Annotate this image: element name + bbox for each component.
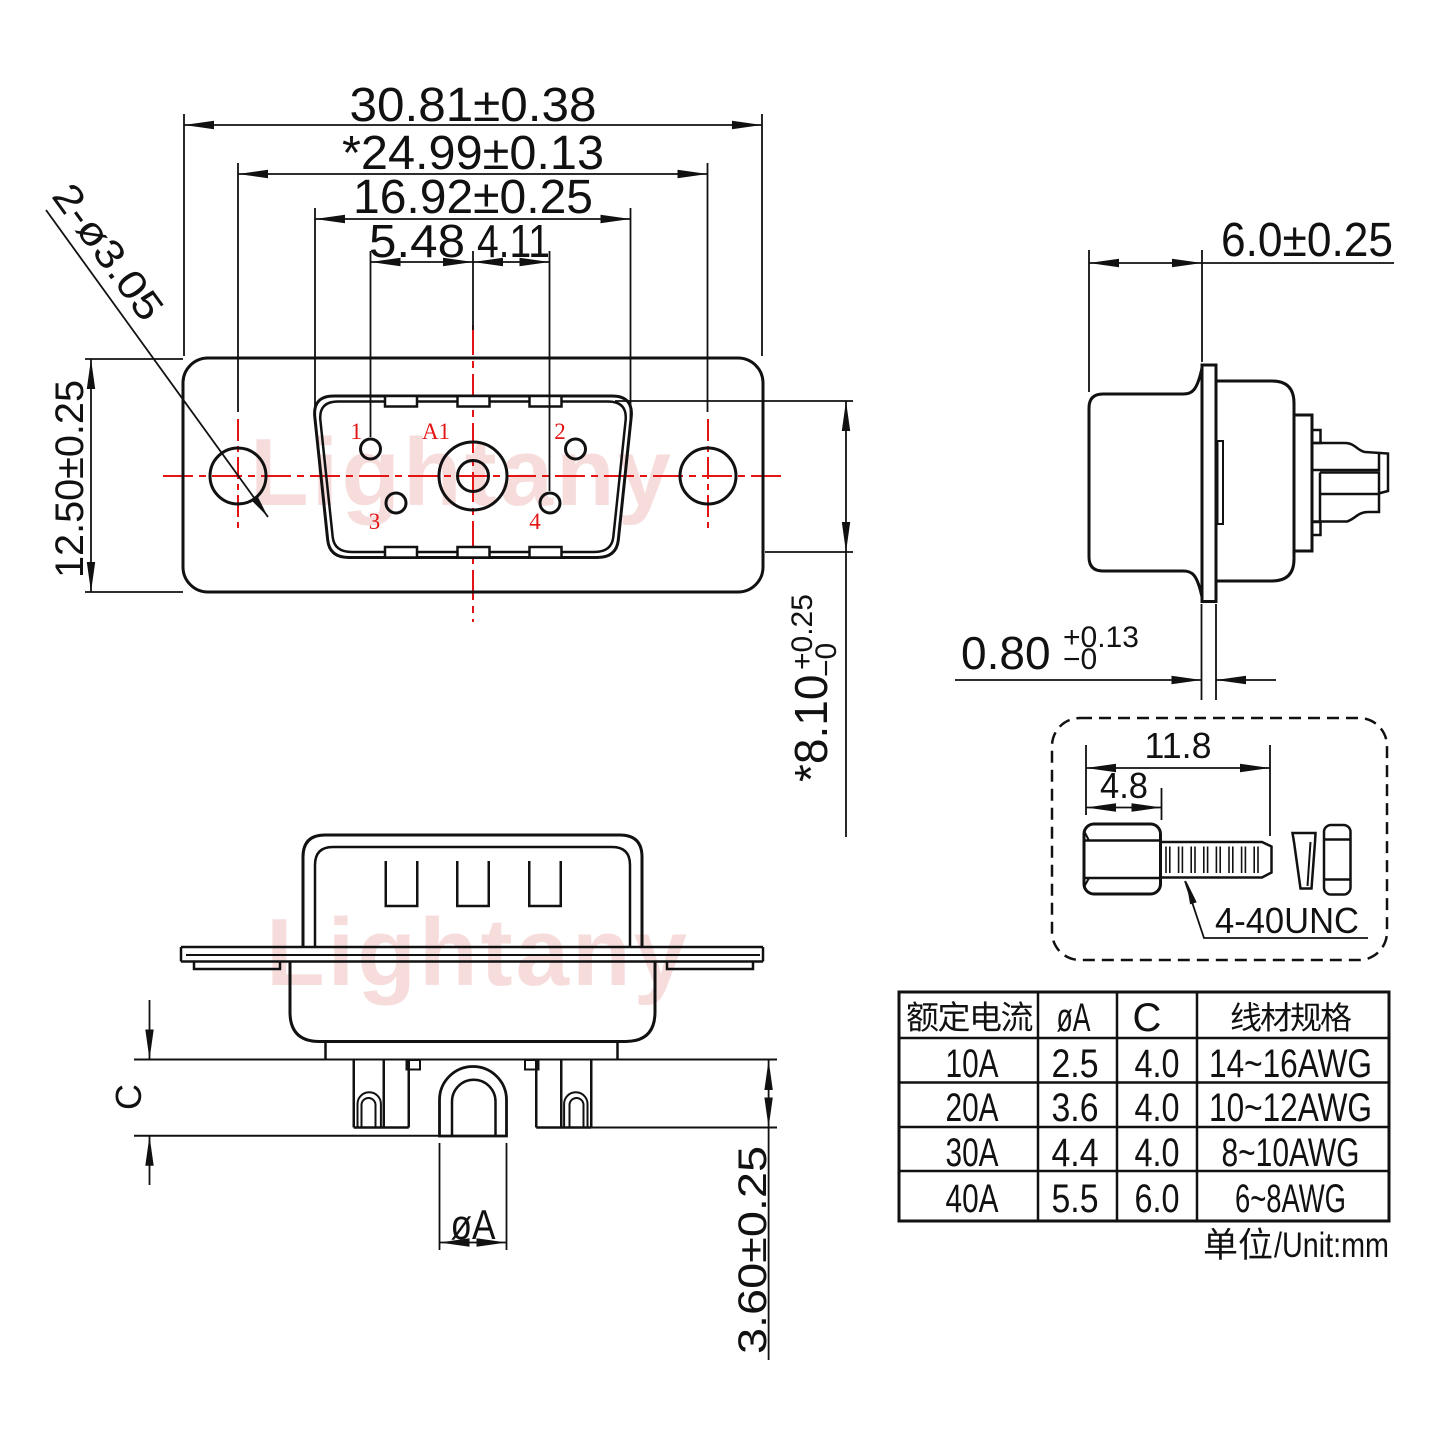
svg-text:C: C <box>1133 996 1162 1040</box>
svg-text:+0.13: +0.13 <box>1063 621 1139 654</box>
svg-text:Lightany: Lightany <box>250 419 674 526</box>
svg-text:6.0: 6.0 <box>1135 1177 1180 1221</box>
svg-text:6~8AWG: 6~8AWG <box>1235 1177 1346 1221</box>
svg-text:A1: A1 <box>422 419 450 444</box>
svg-text:4.11: 4.11 <box>477 215 550 267</box>
svg-text:*24.99±0.13: *24.99±0.13 <box>342 127 604 180</box>
svg-text:2: 2 <box>554 419 566 444</box>
svg-text:10~12AWG: 10~12AWG <box>1209 1086 1372 1130</box>
svg-text:4.0: 4.0 <box>1135 1042 1180 1086</box>
svg-text:5.48: 5.48 <box>369 215 465 267</box>
svg-text:3.60±0.25: 3.60±0.25 <box>731 1146 775 1354</box>
svg-text:3.6: 3.6 <box>1052 1086 1099 1130</box>
svg-text:C: C <box>108 1084 149 1110</box>
svg-text:+0.25: +0.25 <box>786 594 819 670</box>
svg-text:40A: 40A <box>946 1177 999 1221</box>
svg-text:10A: 10A <box>946 1042 999 1086</box>
svg-text:/Unit:mm: /Unit:mm <box>1274 1226 1389 1265</box>
svg-text:4: 4 <box>529 509 541 534</box>
svg-text:8~10AWG: 8~10AWG <box>1222 1131 1360 1175</box>
svg-text:1: 1 <box>351 419 363 444</box>
svg-text:Lightany: Lightany <box>266 899 690 1006</box>
svg-text:0.80: 0.80 <box>961 627 1051 679</box>
svg-text:4.0: 4.0 <box>1135 1131 1180 1175</box>
svg-text:16.92±0.25: 16.92±0.25 <box>353 171 593 224</box>
svg-text:11.8: 11.8 <box>1145 725 1212 766</box>
svg-text:5.5: 5.5 <box>1052 1177 1099 1221</box>
svg-text:3: 3 <box>369 509 381 534</box>
svg-text:4-40UNC: 4-40UNC <box>1215 900 1359 941</box>
svg-text:4.8: 4.8 <box>1100 765 1148 806</box>
svg-text:2.5: 2.5 <box>1052 1042 1099 1086</box>
svg-text:*8.10: *8.10 <box>785 675 837 782</box>
svg-text:øA: øA <box>1057 996 1091 1040</box>
svg-text:14~16AWG: 14~16AWG <box>1209 1042 1372 1086</box>
svg-text:−0: −0 <box>810 643 843 677</box>
svg-text:30A: 30A <box>946 1131 999 1175</box>
svg-text:12.50±0.25: 12.50±0.25 <box>48 380 92 578</box>
svg-text:4.0: 4.0 <box>1135 1086 1180 1130</box>
svg-text:20A: 20A <box>946 1086 999 1130</box>
svg-text:øA: øA <box>451 1201 496 1248</box>
svg-text:6.0±0.25: 6.0±0.25 <box>1221 214 1393 267</box>
svg-text:4.4: 4.4 <box>1052 1131 1099 1175</box>
svg-text:30.81±0.38: 30.81±0.38 <box>350 79 597 132</box>
svg-text:−0: −0 <box>1063 643 1097 676</box>
